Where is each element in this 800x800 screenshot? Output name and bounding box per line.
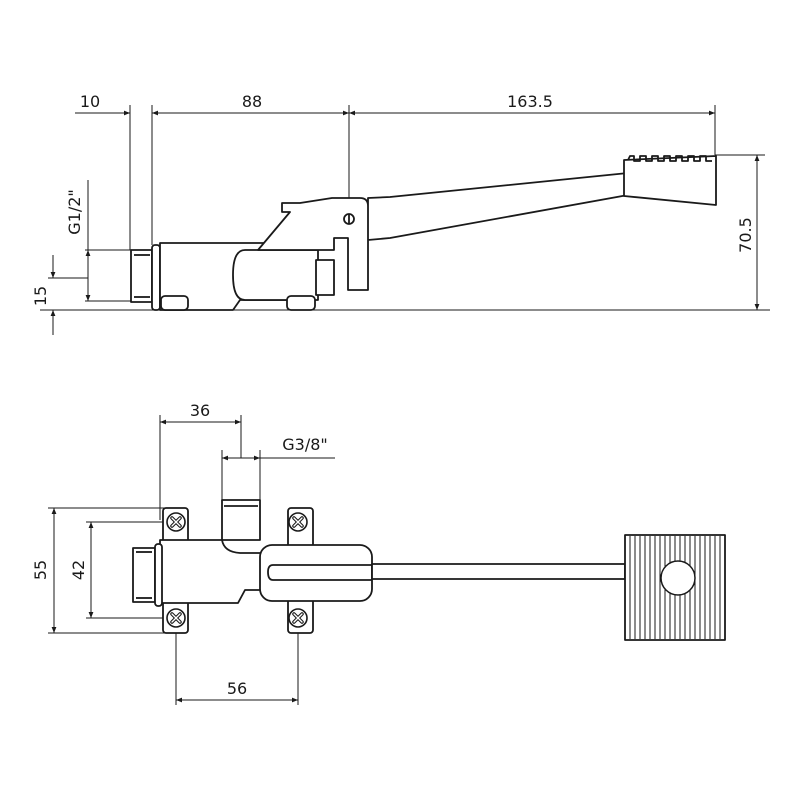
lever-rod [371,563,626,580]
dim-label-outlet-offset: 36 [190,401,210,420]
dim-label-screw-h: 56 [227,679,247,698]
dim-label-lever: 163.5 [507,92,553,111]
dim-label-plate-width: 55 [31,560,50,580]
screw-icon [166,608,186,628]
screw-icon [288,512,308,532]
dim-label-height: 70.5 [736,217,755,253]
inlet-nut-top [154,543,163,607]
pedal-grip-teeth [627,155,712,162]
dim-label-screw-v: 42 [69,560,88,580]
screw-icon [288,608,308,628]
mounting-foot [286,295,316,311]
screws [166,512,308,628]
valve-body-top [159,539,289,604]
valve-top [132,499,726,641]
inlet-nut [151,244,161,311]
thread-label-outlet: G3/8" [282,435,328,454]
lever-clevis [259,544,373,602]
screw-icon [166,512,186,532]
top-view: 36 G3/8" 55 42 56 [31,401,726,705]
valve-cylinder [232,249,319,301]
dim-label-inlet-height: 15 [31,286,50,306]
dim-label-offset: 10 [80,92,100,111]
pedal-side [623,155,717,206]
side-view: 10 88 163.5 70.5 G1/2" 15 [31,92,770,335]
clevis-slot [267,564,372,581]
valve-side [130,155,717,311]
outlet-nut [315,259,335,296]
mounting-foot [160,295,189,311]
inlet-thread [130,249,153,303]
inlet-thread-top [132,547,156,603]
dim-label-pivot: 88 [242,92,262,111]
lever-arm [257,172,629,291]
thread-label-inlet: G1/2" [65,189,84,235]
pedal-center-hole [660,560,696,596]
